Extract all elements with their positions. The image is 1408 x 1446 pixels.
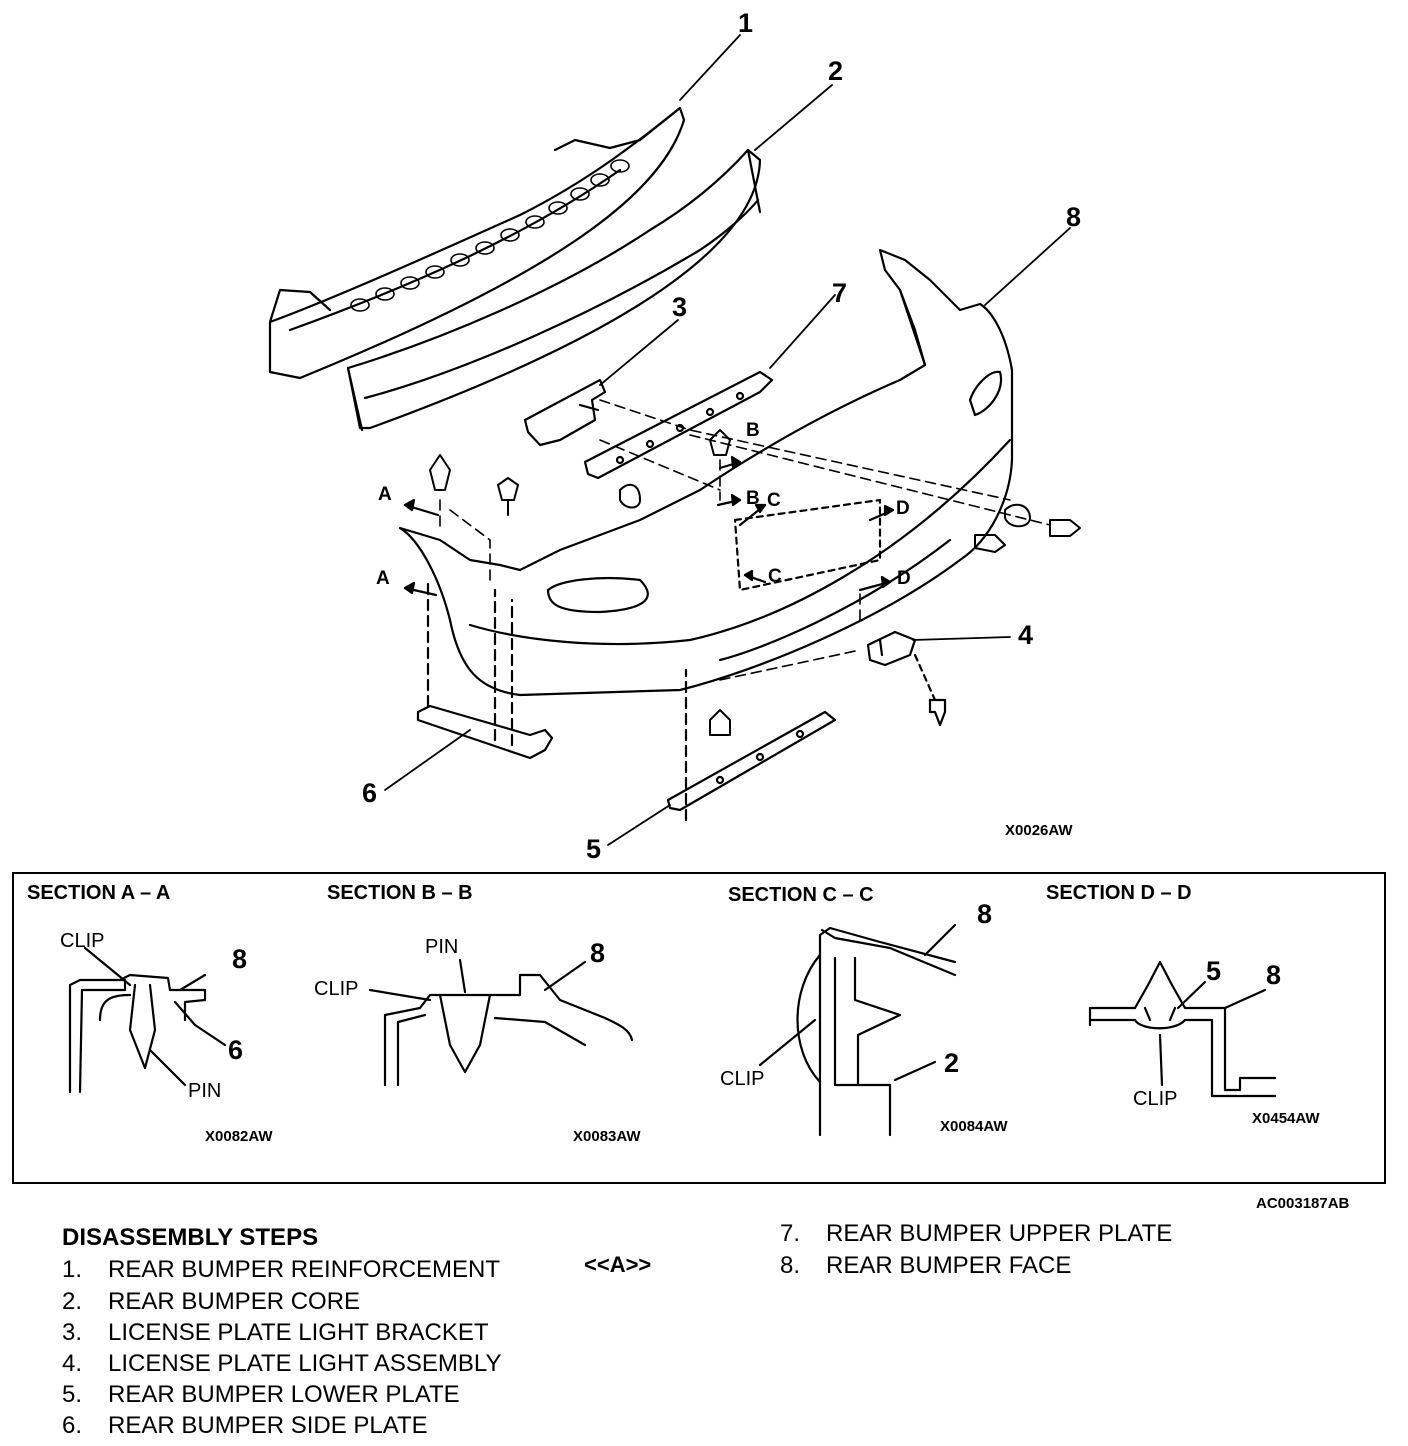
step-number: 6. [62,1412,83,1439]
section-b-drawing [368,958,634,1087]
step-number: 4. [62,1350,83,1377]
section-c-ref-code: X0084AW [940,1118,1008,1135]
step-number: 3. [62,1319,83,1346]
section-a-ref-code: X0082AW [205,1128,273,1145]
fasteners [429,429,1081,736]
section-c-part-2-label: 2 [944,1048,960,1078]
arrow-label-a-upper: A [378,484,392,505]
callout-7: 7 [832,278,848,308]
arrow-label-d-lower: D [897,568,911,589]
section-a-drawing [68,946,227,1094]
section-d-ref-code: X0454AW [1252,1110,1320,1127]
part-6-side-plate-shape [416,578,554,760]
part-2-core-shape [346,148,762,432]
step-label: REAR BUMPER CORE [108,1288,361,1315]
section-b-title: SECTION B – B [327,882,473,904]
section-d-part-5-label: 5 [1206,956,1222,986]
section-a-pin-label: PIN [188,1080,222,1102]
part-4-light-assembly-shape [866,630,947,727]
section-c-title: SECTION C – C [728,884,874,906]
step-label: LICENSE PLATE LIGHT ASSEMBLY [108,1350,502,1377]
step-label: LICENSE PLATE LIGHT BRACKET [108,1319,489,1346]
arrow-label-d-upper: D [896,498,910,519]
callout-3: 3 [672,292,688,322]
assembly-lines [439,399,1051,681]
section-d-title: SECTION D – D [1046,882,1192,904]
main-ref-code: X0026AW [1005,822,1073,839]
step-note: <<A>> [584,1252,652,1277]
step-label: REAR BUMPER SIDE PLATE [108,1412,428,1439]
step-number: 1. [62,1256,83,1283]
section-a-part-6-label: 6 [228,1035,244,1065]
section-c-clip-label: CLIP [720,1068,765,1090]
callout-6: 6 [362,778,378,808]
section-d-clip-label: CLIP [1133,1088,1178,1110]
section-panel [12,872,1386,1184]
section-a-title: SECTION A – A [27,882,171,904]
step-item: 6. REAR BUMPER SIDE PLATE [62,1412,428,1440]
section-drawings [68,923,1277,1137]
step-item: 5. REAR BUMPER LOWER PLATE [62,1381,460,1409]
arrow-label-b-upper: B [746,420,760,441]
step-number: 5. [62,1381,83,1408]
callout-1: 1 [738,8,754,38]
step-label: REAR BUMPER FACE [826,1252,1072,1279]
callout-8: 8 [1066,202,1082,232]
step-item: 3. LICENSE PLATE LIGHT BRACKET [62,1319,489,1347]
section-arrows [403,455,895,597]
callout-5: 5 [586,834,602,864]
step-label: REAR BUMPER LOWER PLATE [108,1381,460,1408]
arrow-label-c-upper: C [767,490,781,511]
section-a-clip-label: CLIP [60,930,105,952]
step-item: 7. REAR BUMPER UPPER PLATE [780,1220,1172,1248]
arrow-label-a-lower: A [376,568,390,589]
section-b-part-8-label: 8 [590,938,606,968]
arrow-label-c-lower: C [768,566,782,587]
arrow-label-b-lower: B [746,488,760,509]
step-item: 1. REAR BUMPER REINFORCEMENT [62,1256,500,1284]
section-c-drawing [758,923,957,1137]
exploded-diagram [268,34,1081,846]
step-item: 8. REAR BUMPER FACE [780,1252,1071,1280]
step-number: 8. [780,1252,801,1279]
leader-lines [384,34,1071,846]
section-d-drawing [1088,960,1277,1098]
part-5-lower-plate-shape [666,668,837,822]
section-c-part-8-label: 8 [977,899,993,929]
steps-title: DISASSEMBLY STEPS [62,1224,319,1251]
step-label: REAR BUMPER UPPER PLATE [826,1220,1173,1247]
step-number: 2. [62,1288,83,1315]
step-number: 7. [780,1220,801,1247]
section-d-part-8-label: 8 [1266,960,1282,990]
figure-ref-code: AC003187AB [1256,1195,1350,1212]
section-b-pin-label: PIN [425,936,459,958]
step-label: REAR BUMPER REINFORCEMENT [108,1256,501,1283]
part-1-reinforcement-shape [268,106,686,380]
step-item: 4. LICENSE PLATE LIGHT ASSEMBLY [62,1350,501,1378]
callout-4: 4 [1018,620,1034,650]
callout-2: 2 [828,56,844,86]
section-a-part-8-label: 8 [232,944,248,974]
part-8-face-shape [398,248,1014,697]
section-b-clip-label: CLIP [314,978,359,1000]
step-item: 2. REAR BUMPER CORE [62,1288,360,1316]
section-b-ref-code: X0083AW [573,1128,641,1145]
